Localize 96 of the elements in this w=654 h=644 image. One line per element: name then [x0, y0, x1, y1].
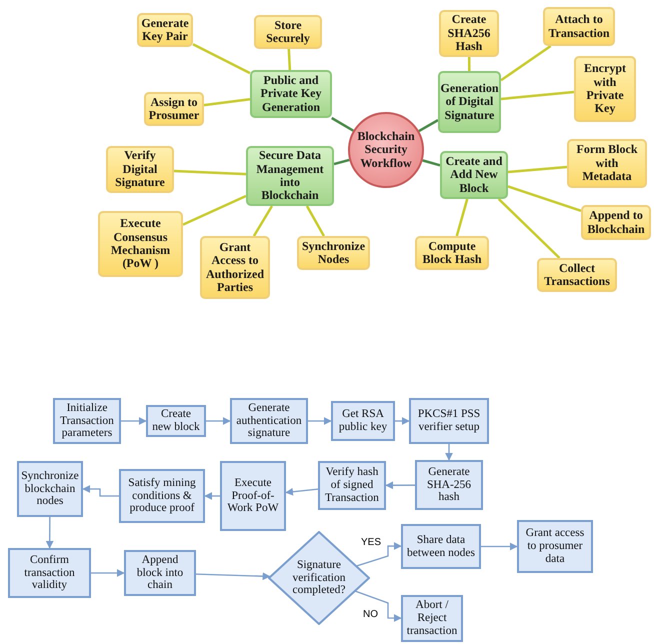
node-label: Execute Proof-of-Work PoW [226, 476, 280, 516]
connector-line [288, 48, 292, 70]
connector-line [418, 119, 439, 132]
connector-line [456, 198, 468, 236]
arrow [46, 517, 54, 549]
arrow [121, 417, 147, 425]
arrow [91, 569, 125, 577]
node-label: Generate authentication signature [235, 402, 303, 440]
node-label: Grant access to prosumer data [524, 527, 586, 566]
arrow [385, 481, 415, 490]
leaf-box [98, 211, 183, 277]
node-label: Verify Digital Signature [114, 149, 166, 190]
node-label: Generate Key Pair [141, 16, 189, 44]
leaf-box [415, 236, 489, 270]
arrow [356, 542, 402, 567]
connector-line [252, 205, 274, 237]
node-label: Encrypt with Private Key [583, 62, 627, 116]
arrow [196, 572, 270, 580]
arrow [481, 542, 518, 550]
arrow [445, 444, 453, 461]
node-label: Verify hash of signed Transaction [324, 466, 380, 505]
connector-line [174, 170, 246, 176]
process-box [220, 461, 286, 531]
node-label: Append block into chain [136, 554, 184, 592]
branch-box [250, 70, 332, 118]
process-box [409, 398, 489, 444]
node-label: Create SHA256 Hash [446, 13, 492, 54]
node-label: Collect Transactions [543, 262, 611, 288]
arrow [395, 417, 410, 425]
node-label: Assign to Prosumer [148, 96, 200, 122]
node-label: Generation of Digital Signature [440, 82, 498, 122]
process-box [17, 461, 83, 517]
leaf-box [581, 205, 651, 240]
leaf-box [254, 15, 322, 49]
process-box [318, 461, 386, 510]
node-label: Initialize Transaction parameters [59, 402, 115, 440]
leaf-box [574, 56, 636, 122]
arrow [204, 492, 220, 500]
node-label: Execute Consensus Mechanism (PoW ) [110, 217, 172, 271]
connector-line [182, 194, 247, 226]
node-label: Satisfy mining conditions & produce proof [127, 476, 197, 516]
node-label: Create and Add New Block [444, 154, 504, 196]
process-box [331, 401, 395, 441]
process-box [401, 524, 481, 569]
connector-line [508, 166, 568, 174]
node-label: Share data between nodes [406, 534, 476, 560]
node-label: Generate SHA-256 hash [426, 466, 472, 504]
connector-line [334, 158, 350, 166]
branch-box [246, 146, 334, 206]
node-label: Synchronize blockchain nodes [21, 470, 79, 508]
process-box [124, 550, 196, 596]
edge-label: YES [360, 537, 382, 548]
node-label: Append to Blockchain [586, 209, 646, 236]
arrow [285, 488, 318, 496]
connector-line [422, 159, 440, 167]
node-label: Signature verification completed? [291, 558, 346, 598]
connector-line [468, 57, 471, 71]
connector-line [204, 98, 250, 106]
branch-box [438, 71, 501, 133]
process-box [517, 520, 593, 573]
process-box [8, 548, 91, 598]
edge-label: NO [362, 609, 379, 620]
node-label: Create new block [151, 408, 201, 434]
connector-line [331, 116, 354, 132]
node-label: PKCS#1 PSS verifier setup [416, 408, 482, 434]
node-label: Compute Block Hash [421, 240, 482, 266]
arrow [355, 590, 402, 622]
node-label: Attach to Transaction [547, 13, 611, 40]
connector-line [508, 185, 582, 212]
node-label: Secure Data Management into Blockchain [255, 149, 325, 203]
node-label: Grant Access to Authorized Parties [205, 240, 265, 294]
connector-line [306, 205, 325, 237]
connector-line [192, 43, 251, 74]
process-box [53, 398, 121, 444]
process-box [146, 405, 206, 437]
connector-line [498, 198, 560, 259]
arrow [206, 417, 231, 425]
node-label: Confirm transaction validity [23, 554, 76, 592]
connector-line [500, 90, 574, 100]
process-box [415, 460, 483, 510]
node-label: Blockchain Security Workflow [356, 130, 416, 170]
node-label: Abort / Reject transaction [406, 599, 458, 638]
node-label: Synchronize Nodes [301, 240, 366, 266]
leaf-box [543, 7, 615, 46]
node-label: Store Securely [265, 18, 311, 46]
leaf-box [439, 10, 499, 57]
node-label: Get RSA public key [338, 408, 388, 434]
node-label: Form Block with Metadata [576, 143, 638, 184]
process-box [119, 469, 205, 523]
node-label: Public and Private Key Generation [260, 74, 322, 114]
leaf-box [567, 139, 647, 188]
leaf-box [106, 146, 174, 193]
arrow [308, 417, 332, 425]
leaf-box [537, 258, 617, 292]
arrow [82, 485, 119, 497]
connector-line [500, 44, 552, 82]
